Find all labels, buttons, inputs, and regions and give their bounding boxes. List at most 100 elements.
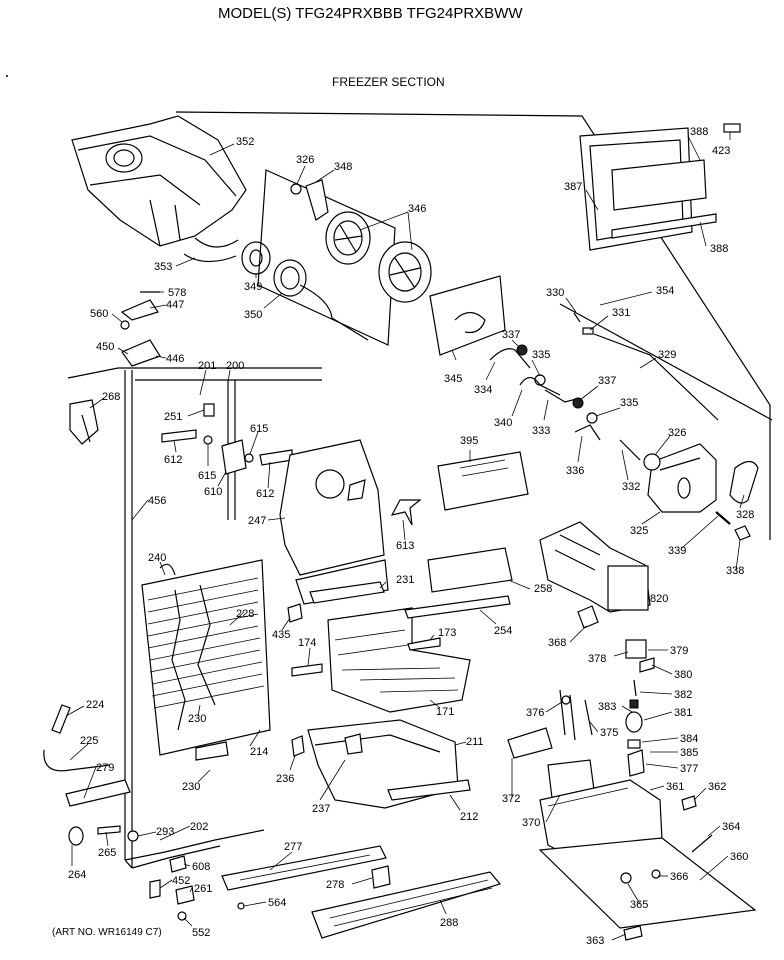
part-label-348: 348	[334, 161, 352, 173]
part-label-230-a: 230	[188, 713, 206, 725]
section-title: FREEZER SECTION	[332, 75, 445, 89]
part-label-450: 450	[96, 341, 114, 353]
part-label-251: 251	[164, 411, 182, 423]
part-label-240: 240	[148, 552, 166, 564]
small-brackets	[161, 403, 293, 475]
plate-345-drawing	[429, 275, 506, 356]
part-label-211: 211	[466, 736, 484, 748]
part-328-drawing	[729, 460, 759, 504]
part-label-247: 247	[248, 515, 266, 527]
part-label-385: 385	[680, 747, 698, 759]
part-label-264: 264	[68, 869, 86, 881]
evaporator-coil-drawing	[141, 559, 271, 761]
base-hardware-drawing	[68, 825, 139, 846]
part-label-174: 174	[298, 637, 316, 649]
part-label-578: 578	[168, 287, 186, 299]
section-boundary-line	[175, 111, 771, 540]
arm-329-drawing	[593, 333, 719, 421]
heater-224-225-279	[43, 704, 131, 807]
part-label-377: 377	[680, 763, 698, 775]
part-label-201: 201	[198, 360, 216, 372]
part-label-333: 333	[532, 425, 550, 437]
part-label-370: 370	[522, 817, 540, 829]
part-label-552: 552	[192, 927, 210, 939]
evaporator-cover-247-drawing	[279, 439, 389, 605]
part-label-360: 360	[730, 851, 748, 863]
light-socket-268-drawing	[69, 399, 99, 445]
part-label-268: 268	[102, 391, 120, 403]
part-label-261: 261	[194, 883, 212, 895]
part-label-293: 293	[156, 826, 174, 838]
bin-211-drawing	[291, 719, 471, 809]
part-label-236: 236	[276, 773, 294, 785]
parts-372-370	[507, 727, 595, 799]
part-label-328: 328	[736, 509, 754, 521]
valve-stack-drawing	[559, 639, 655, 777]
part-label-366: 366	[670, 871, 688, 883]
part-label-452: 452	[172, 875, 190, 887]
rail-grille-drawing	[221, 845, 502, 939]
part-label-363: 363	[586, 935, 604, 947]
part-label-340: 340	[494, 417, 512, 429]
part-label-350: 350	[244, 309, 262, 321]
part-label-279: 279	[96, 762, 114, 774]
part-label-447: 447	[166, 299, 184, 311]
part-label-362: 362	[708, 781, 726, 793]
art-number: (ART NO. WR16149 C7)	[52, 927, 162, 938]
part-label-388-a: 388	[690, 126, 708, 138]
rod-353-drawing	[183, 253, 237, 263]
part-label-334: 334	[474, 384, 492, 396]
linkage-drawing	[489, 344, 641, 461]
part-label-337-a: 337	[502, 329, 520, 341]
part-label-277: 277	[284, 841, 302, 853]
part-label-202: 202	[190, 821, 208, 833]
part-label-326-b: 326	[668, 427, 686, 439]
part-label-353: 353	[154, 261, 172, 273]
part-label-615-a: 615	[250, 423, 268, 435]
part-label-376: 376	[526, 707, 544, 719]
part-label-200: 200	[226, 360, 244, 372]
hardware-330-331	[573, 312, 594, 335]
auger-housing-frame	[257, 169, 396, 346]
part-label-423: 423	[712, 145, 730, 157]
guide-rod-354-drawing	[559, 303, 773, 421]
part-label-384: 384	[680, 733, 698, 745]
shelves-258-254	[404, 547, 513, 619]
part-label-237: 237	[312, 803, 330, 815]
part-label-435: 435	[272, 629, 290, 641]
part-label-231: 231	[396, 574, 414, 586]
part-label-612-b: 612	[256, 488, 274, 500]
part-label-380: 380	[674, 669, 692, 681]
part-label-335-b: 335	[620, 397, 638, 409]
part-label-368: 368	[548, 637, 566, 649]
part-label-330: 330	[546, 287, 564, 299]
part-368-drawing	[577, 605, 599, 629]
part-label-338: 338	[726, 565, 744, 577]
part-label-336: 336	[566, 465, 584, 477]
part-label-230-b: 230	[182, 781, 200, 793]
part-label-339: 339	[668, 545, 686, 557]
part-label-278: 278	[326, 879, 344, 891]
control-board-395-drawing	[437, 451, 529, 511]
part-label-382: 382	[674, 689, 692, 701]
part-label-171: 171	[436, 706, 454, 718]
part-label-456: 456	[148, 495, 166, 507]
part-label-361: 361	[666, 781, 684, 793]
part-label-337-b: 337	[598, 375, 616, 387]
part-label-258: 258	[534, 583, 552, 595]
model-title: MODEL(S) TFG24PRXBBB TFG24PRXBWW	[218, 5, 523, 22]
part-label-372: 372	[502, 793, 520, 805]
basket-171-drawing	[287, 581, 471, 713]
part-label-613: 613	[396, 540, 414, 552]
part-label-224: 224	[86, 699, 104, 711]
part-label-375: 375	[600, 727, 618, 739]
part-label-254: 254	[494, 625, 512, 637]
leader-lines	[65, 132, 745, 941]
part-label-331: 331	[612, 307, 630, 319]
part-label-325: 325	[630, 525, 648, 537]
part-label-395: 395	[460, 435, 478, 447]
part-label-173: 173	[438, 627, 456, 639]
part-label-381: 381	[674, 707, 692, 719]
motor-325-drawing	[643, 443, 717, 513]
